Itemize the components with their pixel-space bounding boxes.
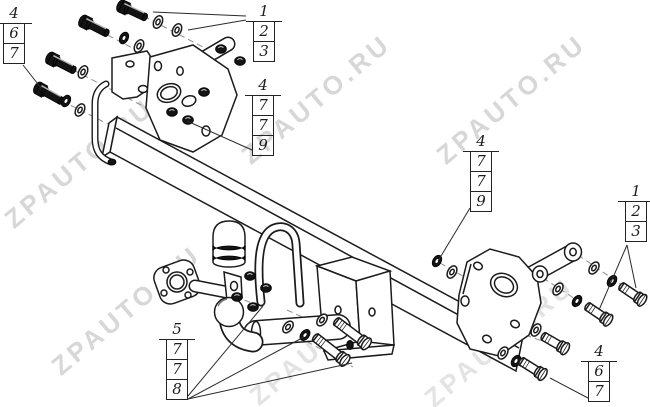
callout-far-right: 1 2 3: [618, 183, 650, 242]
right-mount-bracket: [456, 242, 583, 357]
callout-number: 3: [625, 222, 647, 242]
callout-number: 4: [581, 343, 617, 362]
bolt: [537, 328, 573, 357]
callout-number: 5: [159, 321, 195, 340]
callout-number: 8: [166, 380, 188, 400]
callout-number: 7: [470, 172, 492, 192]
callout-number: 9: [470, 192, 492, 212]
callout-number: 6: [588, 362, 610, 382]
callout-bottom-right: 4 6 7: [581, 343, 617, 402]
strap-end-shadow: [107, 158, 117, 166]
leader-lines: [22, 11, 637, 400]
ball-mount-assembly: [153, 220, 395, 361]
u-bolt-hook: [254, 222, 305, 308]
callout-right-middle: 4 7 7 9: [463, 133, 499, 212]
bolt: [43, 50, 79, 78]
callout-top-left: 4 6 7: [0, 5, 32, 64]
callout-number: 2: [253, 22, 275, 42]
callout-bottom-left: 5 7 7 8: [159, 321, 195, 400]
bracket-plate: [456, 248, 542, 357]
callout-number: 1: [246, 3, 282, 22]
callout-number: 7: [166, 340, 188, 360]
nut: [58, 93, 74, 109]
washer: [72, 101, 88, 119]
callout-number: 6: [3, 24, 25, 44]
watermark-text: ZPAUTO.RU: [431, 28, 592, 170]
bolt: [76, 13, 112, 41]
left-mount-bracket: [91, 36, 246, 166]
bolt: [114, 0, 151, 25]
callout-top-center: 1 2 3: [246, 3, 282, 62]
hitch-ball: [213, 296, 264, 353]
washer: [444, 263, 460, 281]
callout-number: 7: [3, 44, 25, 64]
callout-number: 7: [470, 152, 492, 172]
bolt: [615, 279, 650, 309]
callout-number: 1: [618, 183, 650, 202]
callout-number: 7: [252, 116, 274, 136]
callout-number: 4: [245, 77, 281, 96]
callout-number: 3: [253, 42, 275, 62]
callout-number: 7: [252, 96, 274, 116]
callout-number: 2: [625, 202, 647, 222]
callout-number: 7: [588, 382, 610, 402]
callout-number: 4: [0, 5, 32, 24]
callout-number: 4: [463, 133, 499, 152]
bolt: [581, 299, 616, 329]
callout-number: 7: [166, 360, 188, 380]
main-crossbeam: [100, 115, 524, 373]
ball-cover: [212, 220, 246, 268]
nut: [117, 30, 131, 46]
bolt: [515, 354, 550, 383]
washer: [150, 13, 166, 31]
callout-upper-middle: 4 7 7 9: [245, 77, 281, 156]
callout-number: 9: [252, 136, 274, 156]
